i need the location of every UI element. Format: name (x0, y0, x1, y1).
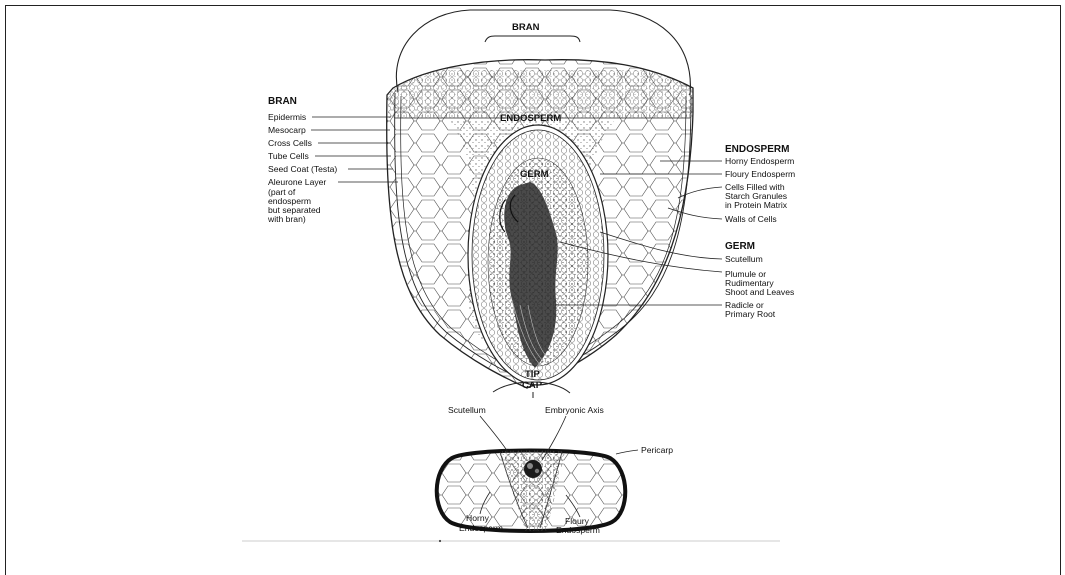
label-cells-filled-3: in Protein Matrix (725, 200, 788, 210)
label-radicle-2: Primary Root (725, 309, 776, 319)
endosperm-inner-label: ENDOSPERM (500, 113, 561, 124)
bran-top-label: BRAN (512, 22, 540, 33)
germ-inner-label: GERM (520, 169, 549, 180)
label-mesocarp: Mesocarp (268, 125, 306, 135)
label-scutellum: Scutellum (725, 254, 763, 264)
label-cross-horny-1: Horny (466, 513, 490, 523)
label-cross-floury-2: Endosperm (556, 525, 600, 535)
bran-labels: BRAN Epidermis Mesocarp Cross Cells Tube… (267, 96, 337, 224)
bran-header: BRAN (268, 96, 297, 107)
label-aleurone: Aleurone Layer (268, 177, 326, 187)
germ-header: GERM (725, 241, 755, 252)
label-seed-coat: Seed Coat (Testa) (268, 164, 337, 174)
label-cross-scutellum: Scutellum (448, 405, 486, 415)
germ (468, 125, 608, 385)
label-floury-endosperm: Floury Endosperm (725, 169, 795, 179)
germ-labels: GERM Scutellum Plumule or Rudimentary Sh… (725, 241, 794, 319)
label-plumule-3: Shoot and Leaves (725, 287, 794, 297)
embryonic-axis-blob (524, 460, 542, 478)
bran-top-bracket (485, 36, 580, 42)
label-tube-cells: Tube Cells (268, 151, 309, 161)
label-aleurone-note-4: with bran) (267, 214, 306, 224)
label-horny-endosperm: Horny Endosperm (725, 156, 794, 166)
endosperm-labels: ENDOSPERM Horny Endosperm Floury Endospe… (725, 144, 795, 224)
label-cross-horny-2: Endosperm (459, 523, 503, 533)
tip-label: TIP (525, 369, 540, 380)
label-cross-embryonic-axis: Embryonic Axis (545, 405, 604, 415)
label-epidermis: Epidermis (268, 112, 306, 122)
label-cross-pericarp: Pericarp (641, 445, 673, 455)
label-cross-cells: Cross Cells (268, 138, 312, 148)
label-walls-of-cells: Walls of Cells (725, 214, 777, 224)
endosperm-header: ENDOSPERM (725, 144, 789, 155)
